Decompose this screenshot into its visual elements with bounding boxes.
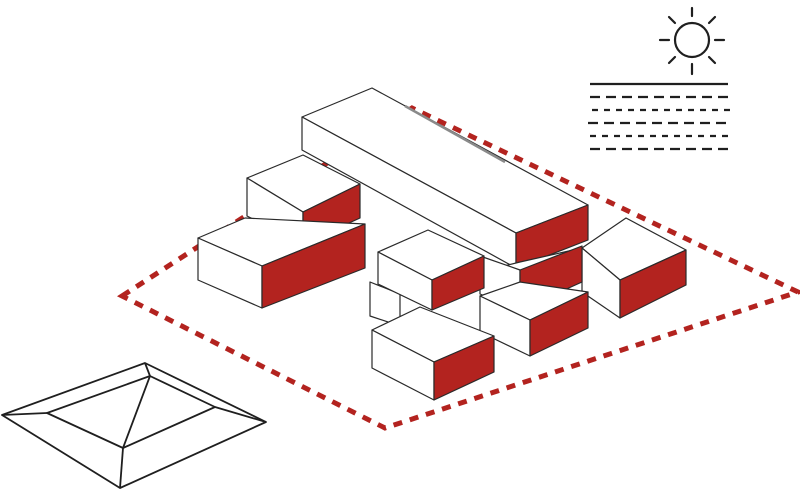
block-lower-left [197,217,366,309]
roof-skylight [404,104,506,164]
block-far-right [581,217,687,319]
hip-roof-icon [1,362,267,489]
block-back-middle [369,229,485,327]
water-waves-icon [588,82,734,151]
block-long-bar [301,87,589,269]
block-right-lower [479,281,589,357]
sun-icon [658,6,726,76]
block-front [371,306,495,401]
site-boundary [116,105,800,431]
